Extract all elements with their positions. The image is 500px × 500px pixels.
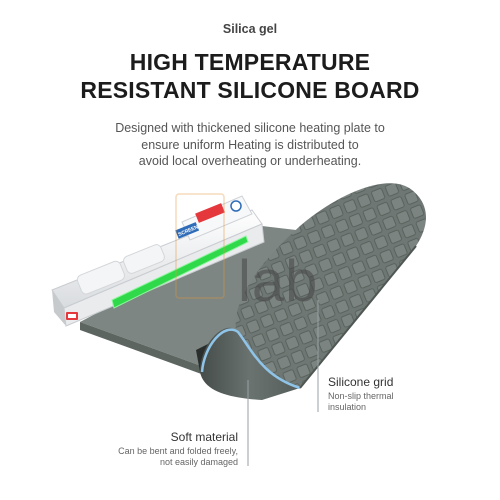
control-pad-1 [76,260,125,295]
description-line-1: Designed with thickened silicone heating… [115,121,385,135]
brand-tag [175,222,200,239]
callout-grid-sub-line-1: Non-slip thermal [328,391,394,401]
title-line-2: RESISTANT SILICONE BOARD [80,77,420,103]
red-display [195,203,225,223]
section-eyebrow: Silica gel [222,22,278,36]
control-unit [51,195,265,327]
logo-badge [230,200,242,212]
description: Designed with thickened silicone heating… [70,120,430,170]
control-pad-2 [123,244,165,274]
page-title: HIGH TEMPERATURE RESISTANT SILICONE BOAR… [0,48,500,104]
description-line-3: avoid local overheating or underheating. [138,154,362,168]
rolled-silicone-mat [200,183,426,400]
title-line-1: HIGH TEMPERATURE [129,49,371,75]
led-strip [112,236,248,308]
callout-soft-sub-line-1: Can be bent and folded freely, [118,446,238,456]
callout-grid-sub-line-2: insulation [328,402,367,412]
description-line-2: ensure uniform Heating is distributed to [141,137,359,152]
watermark-frame [175,193,225,299]
mat-edge-highlight [200,328,301,390]
callout-grid-subtitle: Non-slip thermal insulation [328,391,394,413]
mat-roll-edge [200,327,300,400]
callout-soft-subtitle: Can be bent and folded freely, not easil… [0,446,238,468]
callout-grid-title: Silicone grid [328,375,394,389]
watermark-text: lab [238,249,319,314]
callout-soft-sub-line-2: not easily damaged [159,457,238,467]
callout-soft-title: Soft material [170,430,238,444]
